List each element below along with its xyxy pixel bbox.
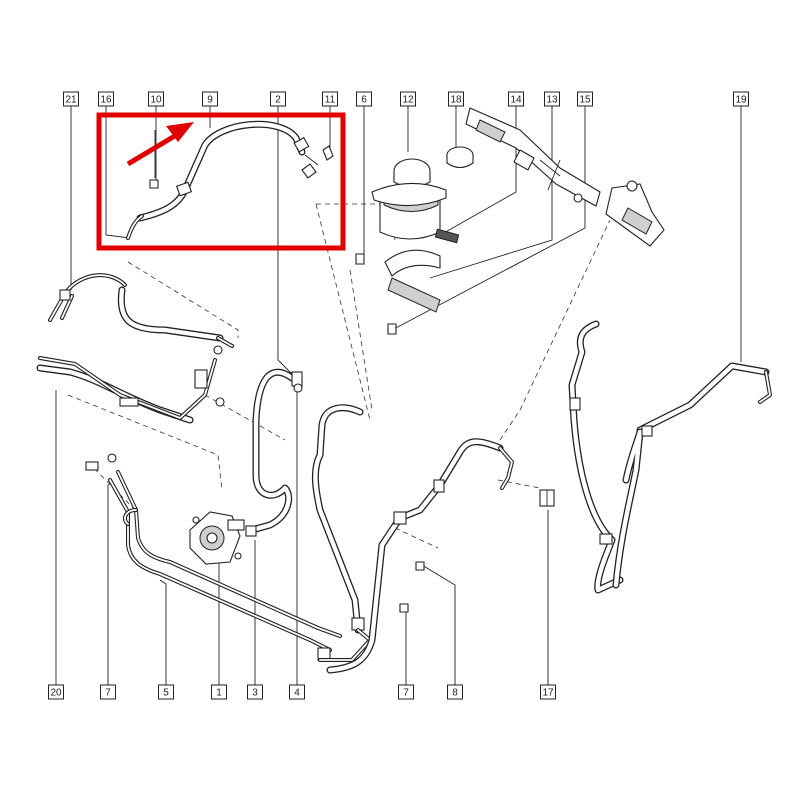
callout-box xyxy=(63,91,79,107)
callout-label: 17 xyxy=(542,688,554,699)
callout-box xyxy=(98,91,114,107)
callout-5: 5 xyxy=(158,684,174,700)
callout-8: 8 xyxy=(447,684,463,700)
callout-4: 4 xyxy=(289,684,305,700)
callout-label: 18 xyxy=(450,95,462,106)
callout-label: 8 xyxy=(452,688,458,699)
callout-label: 4 xyxy=(294,688,300,699)
cooler-pipes xyxy=(36,345,225,424)
callout-2: 2 xyxy=(270,91,286,107)
callout-box xyxy=(544,91,560,107)
callout-14: 14 xyxy=(508,91,524,107)
callout-17: 17 xyxy=(540,684,556,700)
callout-label: 13 xyxy=(546,95,558,106)
hose-center xyxy=(245,368,303,537)
callout-label: 10 xyxy=(150,95,162,106)
callout-7b: 7 xyxy=(398,684,414,700)
callout-box xyxy=(322,91,338,107)
pump xyxy=(189,511,245,565)
callout-box xyxy=(211,684,227,700)
assembly-guide-lines xyxy=(67,203,611,549)
callout-1: 1 xyxy=(211,684,227,700)
callout-label: 11 xyxy=(325,95,336,106)
seal-17 xyxy=(539,489,555,507)
hose-middle xyxy=(326,438,514,674)
callout-11: 11 xyxy=(322,91,338,107)
callout-13: 13 xyxy=(544,91,560,107)
callout-label: 15 xyxy=(579,95,591,106)
callout-label: 7 xyxy=(105,688,111,699)
callout-label: 20 xyxy=(50,688,62,699)
callout-15: 15 xyxy=(577,91,593,107)
callout-9: 9 xyxy=(202,91,218,107)
pipe-lower xyxy=(85,453,342,661)
callout-label: 12 xyxy=(402,95,414,106)
callout-12: 12 xyxy=(400,91,416,107)
highlight-arrow-shaft xyxy=(126,131,180,167)
callout-16: 16 xyxy=(98,91,114,107)
callout-3: 3 xyxy=(247,684,263,700)
hose-assembly-top xyxy=(126,120,334,240)
highlight-overlay xyxy=(96,112,346,251)
callout-19: 19 xyxy=(733,91,749,107)
callout-label: 14 xyxy=(510,95,522,106)
callout-label: 2 xyxy=(275,95,281,106)
callout-box xyxy=(356,91,372,107)
steering-rack xyxy=(465,107,665,247)
callout-box xyxy=(202,91,218,107)
callout-box xyxy=(100,684,116,700)
callout-label: 1 xyxy=(216,688,222,699)
callout-box xyxy=(158,684,174,700)
callout-label: 19 xyxy=(735,95,747,106)
callout-box xyxy=(577,91,593,107)
callout-18: 18 xyxy=(448,91,464,107)
reservoir-group xyxy=(355,146,474,335)
hose-right xyxy=(568,320,772,594)
callout-box xyxy=(447,684,463,700)
callout-label: 21 xyxy=(65,95,77,106)
callout-label: 5 xyxy=(163,688,169,699)
callout-label: 7 xyxy=(403,688,409,699)
callout-label: 6 xyxy=(361,95,367,106)
highlight-box xyxy=(96,112,346,251)
callout-21: 21 xyxy=(63,91,79,107)
callout-box xyxy=(289,684,305,700)
hose-s-curve xyxy=(311,404,372,662)
callout-box xyxy=(400,91,416,107)
callout-box xyxy=(508,91,524,107)
callout-label: 3 xyxy=(252,688,258,699)
callout-box xyxy=(733,91,749,107)
callout-box xyxy=(148,91,164,107)
callout-box xyxy=(398,684,414,700)
callout-10: 10 xyxy=(148,91,164,107)
callout-label: 16 xyxy=(100,95,112,106)
hose-left-upper xyxy=(48,273,234,348)
highlight-arrow-head xyxy=(166,122,194,142)
callout-6: 6 xyxy=(356,91,372,107)
callout-label: 9 xyxy=(207,95,213,106)
callout-box xyxy=(448,91,464,107)
callout-7a: 7 xyxy=(100,684,116,700)
callout-box xyxy=(540,684,556,700)
callout-box xyxy=(247,684,263,700)
callout-box xyxy=(270,91,286,107)
callout-20: 20 xyxy=(48,684,64,700)
callout-box xyxy=(48,684,64,700)
